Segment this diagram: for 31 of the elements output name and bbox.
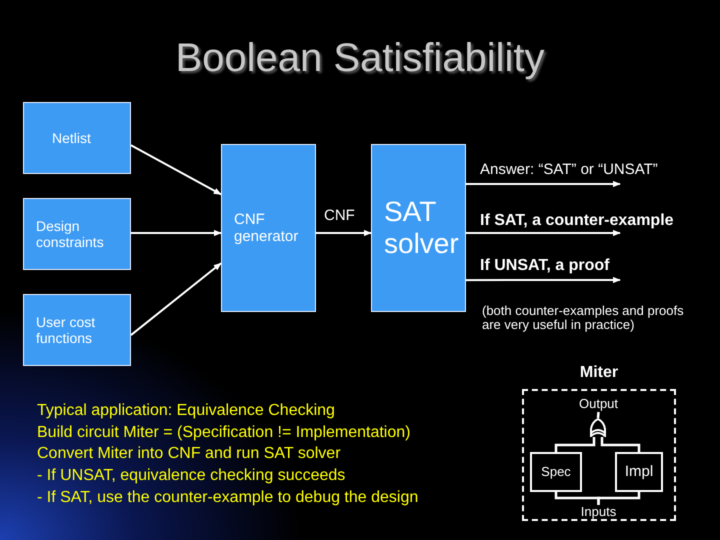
group-title: Miter (578, 364, 620, 382)
signal-label: Output (572, 397, 625, 412)
body-text: Build circuit Miter = (Specification != Implementation) (37, 424, 410, 442)
block-box: Impl (615, 452, 663, 492)
arrow (466, 230, 621, 236)
arrow (130, 144, 222, 196)
xor-gate-icon (590, 418, 606, 437)
wire (600, 437, 640, 452)
wire (554, 437, 596, 452)
wire (597, 492, 640, 505)
body-text: - If UNSAT, equivalence checking succeeds (37, 467, 346, 485)
process-box: Netlist (23, 102, 131, 174)
edge-label: If SAT, a counter-example (480, 212, 674, 230)
process-box: SAT solver (371, 144, 466, 312)
arrow (131, 230, 222, 236)
arrow (316, 230, 372, 236)
wire (596, 412, 600, 418)
process-box: User cost functions (23, 294, 131, 366)
note-text: (both counter-examples and proofs are very useful in practice) (482, 304, 685, 333)
slide-title: Boolean Satisfiability (174, 36, 546, 81)
body-text: Typical application: Equivalence Checking (37, 402, 335, 420)
body-text: Convert Miter into CNF and run SAT solver (37, 445, 341, 463)
signal-label: Inputs (574, 505, 623, 521)
arrow (466, 276, 621, 284)
arrow (130, 262, 222, 336)
process-box: CNF generator (221, 144, 316, 312)
body-text: - If SAT, use the counter-example to debug the design (37, 489, 418, 507)
process-box: Design constraints (23, 198, 131, 270)
edge-label: If UNSAT, a proof (480, 257, 610, 275)
block-box: Spec (530, 452, 582, 492)
arrow (466, 180, 621, 188)
